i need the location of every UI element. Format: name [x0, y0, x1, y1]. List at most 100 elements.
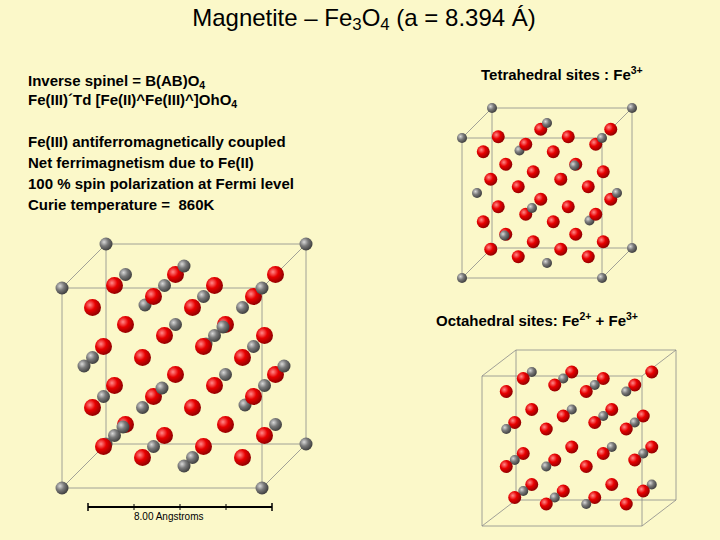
iron-atom	[487, 103, 497, 113]
oxygen-atom	[206, 277, 223, 294]
cell-edge	[642, 500, 676, 526]
iron-atom	[300, 438, 313, 451]
oxygen-atom	[512, 250, 525, 263]
oxygen-atom	[637, 485, 650, 498]
oxygen-atom	[267, 266, 284, 283]
oxygen-atom	[195, 438, 212, 455]
text-run: (a = 8.394 Á)	[390, 4, 536, 31]
oxygen-atom	[134, 349, 151, 366]
oxygen-atom	[106, 277, 123, 294]
iron-atom	[86, 351, 99, 364]
panel-label: Octahedral sites: Fe2+ + Fe3+	[436, 310, 638, 330]
scale-tick	[87, 503, 89, 511]
cell-edge	[62, 288, 63, 488]
oxygen-atom	[580, 460, 593, 473]
oxygen-atom	[234, 349, 251, 366]
cell-edge	[482, 376, 483, 526]
oxygen-atom	[588, 416, 601, 429]
oxygen-atom	[484, 173, 497, 186]
iron-atom	[136, 401, 149, 414]
iron-atom	[300, 238, 313, 251]
oxygen-atom	[517, 372, 530, 385]
scale-tick	[226, 504, 227, 510]
text-run: Tetrahedral sites : Fe	[481, 66, 631, 83]
unit-cell-full	[56, 238, 313, 495]
cell-edge	[482, 350, 516, 376]
oxygen-atom	[597, 447, 610, 460]
text-run: Net ferrimagnetism due to Fe(II)	[28, 154, 254, 171]
oxygen-atom	[245, 388, 262, 405]
iron-atom	[256, 282, 269, 295]
cell-edge	[602, 248, 632, 278]
slide-title: Magnetite – Fe3O4 (a = 8.394 Á)	[4, 4, 720, 35]
cell-edge	[306, 244, 307, 444]
panel-label: Tetrahedral sites : Fe3+	[481, 64, 643, 84]
oxygen-atom	[527, 235, 540, 248]
iron-atom	[56, 482, 69, 495]
cell-edge	[602, 138, 603, 278]
iron-atom	[236, 301, 249, 314]
text-run: Curie temperature = 860K	[28, 196, 214, 213]
oxygen-atom	[628, 454, 641, 467]
superscript: 2+	[579, 310, 591, 322]
cell-edge	[482, 526, 642, 527]
iron-atom	[147, 440, 160, 453]
oxygen-atom	[477, 215, 490, 228]
oxygen-atom	[167, 366, 184, 383]
oxygen-atom	[548, 379, 561, 392]
oxygen-atom	[499, 228, 512, 241]
oxygen-atom	[206, 377, 223, 394]
oxygen-atom	[554, 173, 567, 186]
text-run: O	[362, 4, 381, 31]
oxygen-atom	[540, 423, 553, 436]
cell-edge	[462, 278, 602, 279]
subscript: 4	[231, 98, 237, 110]
iron-atom	[278, 360, 291, 373]
iron-atom	[186, 451, 199, 464]
cell-edge	[632, 108, 633, 248]
oxygen-atom	[519, 138, 532, 151]
iron-atom	[178, 260, 191, 273]
subscript: 3	[352, 15, 361, 34]
cell-edge	[492, 108, 632, 109]
oxygen-atom	[256, 427, 273, 444]
oxygen-atom	[145, 288, 162, 305]
formula-note: Inverse spinel = B(AB)O4	[28, 72, 205, 91]
oxygen-atom	[562, 200, 575, 213]
cell-edge	[462, 138, 602, 139]
property-note: Curie temperature = 860K	[28, 196, 214, 214]
cell-edge	[516, 350, 676, 351]
iron-atom	[169, 318, 182, 331]
oxygen-atom	[234, 449, 251, 466]
superscript: 3+	[626, 310, 638, 322]
iron-atom	[100, 238, 113, 251]
scale-bar	[88, 503, 272, 511]
cell-edge	[482, 500, 516, 526]
oxygen-atom	[547, 145, 560, 158]
oxygen-atom	[597, 235, 610, 248]
oxygen-atom	[512, 180, 525, 193]
oxygen-atom	[477, 145, 490, 158]
oxygen-atom	[217, 416, 234, 433]
iron-atom	[472, 188, 482, 198]
iron-atom	[117, 421, 130, 434]
property-note: 100 % spin polarization at Fermi level	[28, 175, 294, 193]
oxygen-atom	[84, 399, 101, 416]
oxygen-atom	[565, 441, 578, 454]
oxygen-atom	[492, 130, 505, 143]
oxygen-atom	[500, 385, 513, 398]
oxygen-atom	[589, 208, 602, 221]
text-run: Inverse spinel = B(AB)O	[28, 72, 199, 89]
oxygen-atom	[582, 250, 595, 263]
text-run: Fe(III) antiferromagnetically coupled	[28, 133, 286, 150]
oxygen-atom	[106, 377, 123, 394]
iron-atom	[56, 282, 69, 295]
text-run: 100 % spin polarization at Fermi level	[28, 175, 294, 192]
property-note: Fe(III) antiferromagnetically coupled	[28, 133, 286, 151]
oxygen-atom	[117, 316, 134, 333]
oxygen-atom	[604, 123, 617, 136]
oxygen-atom	[492, 200, 505, 213]
iron-atom	[627, 243, 637, 253]
oxygen-atom	[256, 327, 273, 344]
text-run: Magnetite – Fe	[192, 4, 352, 31]
